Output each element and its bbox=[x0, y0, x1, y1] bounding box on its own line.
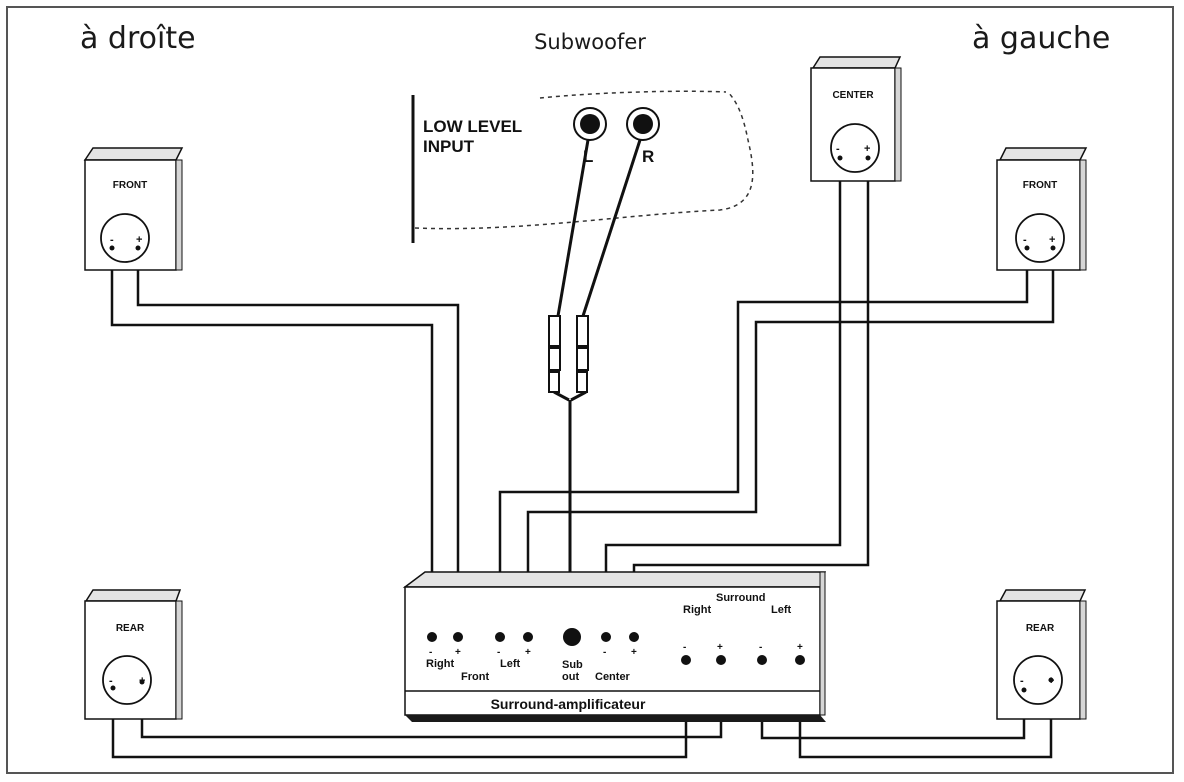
subwoofer-outline-top bbox=[539, 90, 727, 99]
term-sl-minus: - bbox=[759, 642, 762, 653]
terminal-minus: - bbox=[1020, 675, 1024, 687]
sub-out-jack-icon bbox=[563, 628, 581, 646]
terminal-minus: - bbox=[836, 143, 840, 155]
left-side-label: à gauche bbox=[972, 21, 1111, 56]
terminal-plus: + bbox=[864, 143, 870, 155]
low-level-input-label-1: LOW LEVEL bbox=[423, 117, 522, 136]
speaker-label: REAR bbox=[1026, 623, 1055, 634]
term-fr-plus: + bbox=[455, 647, 461, 658]
jack-r-icon bbox=[633, 114, 653, 134]
amp-center-label: Center bbox=[595, 671, 631, 683]
speaker-label: FRONT bbox=[1023, 180, 1057, 191]
term-c-plus: + bbox=[631, 647, 637, 658]
speaker-front-right: FRONT - + bbox=[83, 147, 184, 271]
speaker-label: REAR bbox=[116, 623, 145, 634]
jack-l-label: L bbox=[583, 147, 593, 166]
amp-surround-left-label: Left bbox=[771, 604, 792, 616]
speaker-front-left: FRONT - + bbox=[996, 147, 1088, 271]
amp-front-right-label: Right bbox=[426, 658, 454, 670]
jack-r-label: R bbox=[642, 147, 654, 166]
subwoofer-cable bbox=[553, 139, 642, 582]
term-fl-minus: - bbox=[497, 647, 500, 658]
speaker-rear-left: REAR - + bbox=[996, 589, 1087, 720]
subwoofer-unit: LOW LEVEL INPUT L R bbox=[411, 90, 754, 243]
amp-surround-right-label: Right bbox=[683, 604, 711, 616]
speaker-cone-icon bbox=[1013, 655, 1063, 705]
amp-sub-label-2: out bbox=[562, 671, 579, 683]
amp-front-label: Front bbox=[461, 671, 489, 683]
amp-sub-label-1: Sub bbox=[562, 659, 583, 671]
speaker-label: FRONT bbox=[113, 180, 147, 191]
amp-front-left-label: Left bbox=[500, 658, 521, 670]
right-side-label: à droîte bbox=[80, 21, 196, 56]
speaker-rear-right: REAR - + bbox=[84, 589, 183, 720]
terminal-minus: - bbox=[109, 675, 113, 687]
speaker-cone-icon bbox=[102, 655, 152, 705]
speaker-center: CENTER - + bbox=[810, 56, 902, 182]
term-sr-plus: + bbox=[717, 642, 723, 653]
term-fr-minus: - bbox=[429, 647, 432, 658]
amplifier-name: Surround-amplificateur bbox=[491, 696, 646, 712]
surround-amplifier: Surround-amplificateur - + - + - + - + - bbox=[402, 571, 827, 722]
terminal-minus: - bbox=[1023, 234, 1027, 246]
subwoofer-label: Subwoofer bbox=[534, 30, 646, 54]
low-level-input-label-2: INPUT bbox=[423, 137, 475, 156]
amplifier-base bbox=[405, 715, 826, 722]
jack-l-icon bbox=[580, 114, 600, 134]
terminal-plus: + bbox=[136, 234, 142, 246]
term-sr-minus: - bbox=[683, 642, 686, 653]
amplifier-terminals bbox=[427, 628, 805, 665]
speaker-label: CENTER bbox=[832, 90, 874, 101]
subwoofer-outline bbox=[414, 91, 754, 230]
terminal-minus: - bbox=[110, 234, 114, 246]
term-sl-plus: + bbox=[797, 642, 803, 653]
terminal-plus: + bbox=[1049, 234, 1055, 246]
term-fl-plus: + bbox=[525, 647, 531, 658]
term-c-minus: - bbox=[603, 647, 606, 658]
amp-surround-label: Surround bbox=[716, 592, 766, 604]
